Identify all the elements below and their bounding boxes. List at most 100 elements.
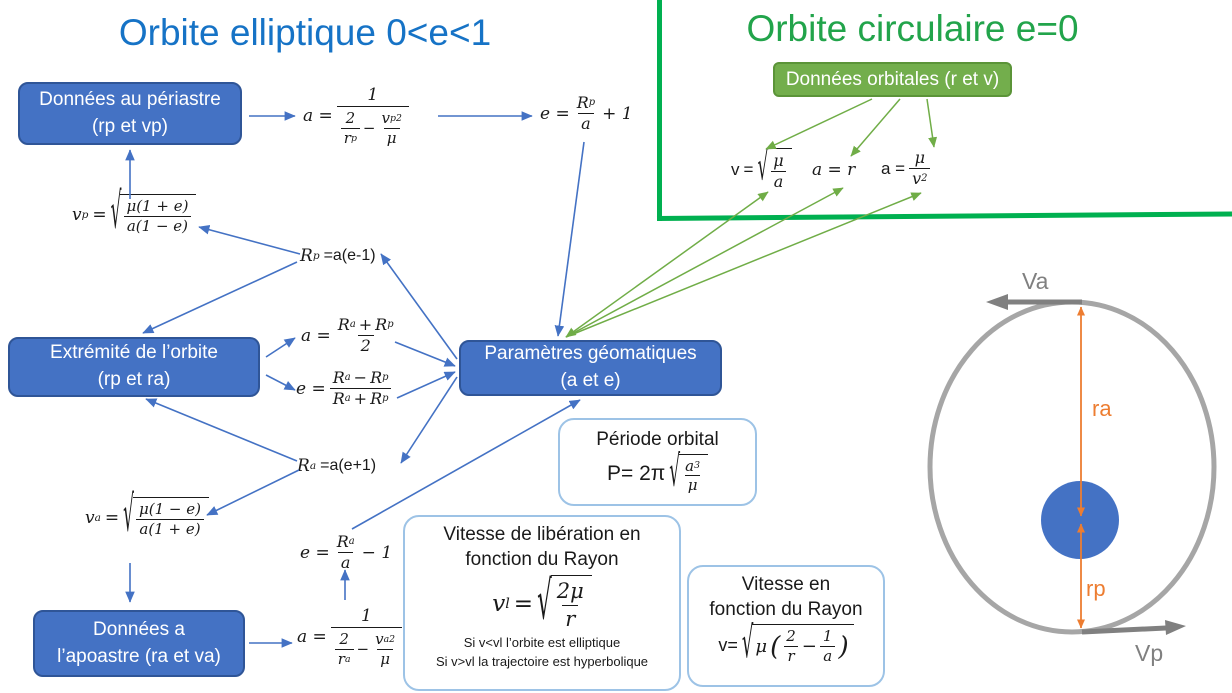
f11-lhs: P= 2π [607, 462, 666, 486]
f10-r-sub: a [344, 653, 351, 665]
f12-v: v [492, 590, 506, 617]
f11-a: a [685, 456, 695, 475]
f8-den: a(1 + e) [136, 518, 204, 539]
f3-fraction: μ(1 + e) a(1 − e) [123, 197, 192, 236]
label-va: Va [1022, 268, 1049, 294]
f10-num: 1 [361, 606, 372, 626]
f12-sqrt: √ 2μ r [537, 575, 592, 632]
f10-lhs: a = [297, 627, 327, 648]
f5-R1: R [337, 315, 350, 334]
f6-nminus: − [353, 368, 368, 387]
label-ra: ra [1092, 396, 1112, 421]
f6-lhs: e = [296, 378, 326, 399]
f1-r-sub: p [350, 132, 357, 144]
formula-v-circular: v = √ μ a [731, 148, 792, 192]
f5-lhs: a = [301, 325, 331, 346]
f13-lhs: v= [718, 634, 738, 655]
f6-ds2: p [382, 392, 389, 404]
f5-den: 2 [357, 335, 374, 356]
f5-plus: + [358, 315, 373, 334]
f4-R: R [300, 246, 313, 266]
f16-lhs: a = [881, 158, 906, 178]
f6-ds1: a [344, 392, 351, 404]
f1-v: v [381, 109, 390, 128]
f2-lhs: e = [540, 103, 570, 124]
f14-eq: = [743, 160, 754, 179]
circular-orbit-drawing [927, 294, 1217, 635]
f4-tail: =a(e-1) [323, 247, 376, 264]
liberation-condition-1: Si v<vl l’orbite est elliptique [463, 634, 621, 650]
f12-fraction: 2μ r [554, 578, 587, 632]
f13-close-paren: ) [838, 631, 849, 662]
f8-v: v [85, 507, 95, 528]
liberation-title-line2: fonction du Rayon [465, 548, 619, 570]
f16-den-sup: 2 [921, 172, 928, 184]
f1-v-sup: 2 [395, 112, 402, 124]
f3-sqrt: √ μ(1 + e) a(1 − e) [110, 183, 197, 242]
box-periastre-data: Données au périastre (rp et vp) [18, 82, 242, 145]
f9-lhs: e = [300, 542, 330, 563]
f3-radical-sign: √ [110, 183, 122, 242]
f11-radical-sign: √ [669, 447, 681, 498]
box-geometric-parameters: Paramètres géomatiques (a et e) [459, 340, 722, 396]
f13-f1d: r [784, 646, 798, 666]
f13-radical-sign: √ [741, 618, 754, 669]
f6-dR1: R [332, 389, 345, 408]
f11-den: μ [684, 475, 701, 495]
f6-nR1: R [332, 368, 345, 387]
va-arrowhead [986, 294, 1008, 310]
f6-ns1: a [344, 371, 351, 383]
green-frame-vertical-line [657, 0, 662, 221]
vp-velocity-arrow [1081, 625, 1167, 635]
title-elliptic-orbit: Orbite elliptique 0<e<1 [118, 12, 492, 53]
f10-r: r [337, 650, 345, 668]
f13-f2n: 1 [822, 627, 833, 646]
f14-den: a [770, 171, 787, 192]
f10-v: v [375, 630, 384, 649]
f8-num: μ(1 − e) [138, 500, 201, 518]
box-periastre-line1: Données au périastre [39, 88, 221, 110]
f8-radical-sign: √ [123, 486, 134, 545]
label-vp: Vp [1135, 640, 1164, 666]
f16-den-v: v [912, 169, 922, 188]
f14-v: v [731, 160, 740, 179]
f13-sqrt: √ μ( 2 r − 1 a ) [741, 618, 854, 669]
box-parameters-line2: (a et e) [560, 370, 621, 391]
f7-tail: =a(e+1) [320, 457, 377, 474]
f11-a-sup: 3 [694, 460, 700, 472]
f13-open-paren: ( [770, 631, 781, 662]
f13-f1n: 2 [786, 627, 796, 646]
label-rp: rp [1086, 576, 1106, 601]
box-periastre-line2: (rp et vp) [91, 115, 169, 137]
central-body [1041, 481, 1119, 559]
